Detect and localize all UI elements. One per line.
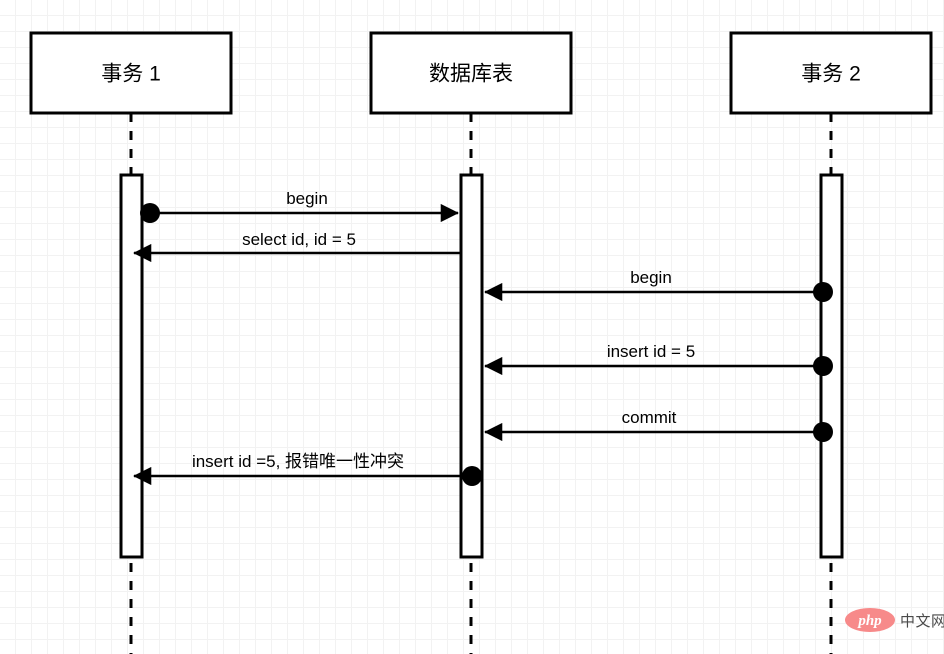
message-source-dot: [813, 282, 833, 302]
message-label: insert id =5, 报错唯一性冲突: [192, 452, 404, 471]
message-begin-tx1-to-db[interactable]: begin: [140, 189, 459, 223]
participant-box-tx2[interactable]: [729, 31, 933, 115]
participant-box-dbtable[interactable]: [369, 31, 573, 115]
watermark: php 中文网: [845, 608, 944, 632]
participant-label-tx1: 事务 1: [101, 63, 161, 86]
participant-label-tx2: 事务 2: [801, 63, 861, 86]
message-select-db-to-tx1[interactable]: select id, id = 5: [133, 230, 461, 263]
message-source-dot: [813, 356, 833, 376]
message-label: begin: [630, 268, 672, 287]
message-commit-tx2-to-db[interactable]: commit: [484, 408, 833, 442]
participant-label-dbtable: 数据库表: [429, 63, 513, 86]
message-source-dot: [140, 203, 160, 223]
activation-bar-dbtable: [459, 173, 484, 559]
message-begin-tx2-to-db[interactable]: begin: [484, 268, 833, 302]
activation-bar-tx1: [119, 173, 144, 559]
message-label: select id, id = 5: [242, 230, 356, 249]
participant-tx1[interactable]: 事务 1: [29, 31, 233, 654]
message-label: begin: [286, 189, 328, 208]
watermark-badge-ellipse: [845, 608, 895, 632]
message-source-dot: [813, 422, 833, 442]
participant-dbtable[interactable]: 数据库表: [369, 31, 573, 654]
message-insert-conflict-db-to-tx1[interactable]: insert id =5, 报错唯一性冲突: [133, 452, 482, 486]
participant-tx2[interactable]: 事务 2: [729, 31, 933, 654]
message-source-dot: [462, 466, 482, 486]
message-label: insert id = 5: [607, 342, 695, 361]
message-label: commit: [622, 408, 677, 427]
watermark-site-text: 中文网: [900, 613, 944, 630]
participant-box-tx1[interactable]: [29, 31, 233, 115]
watermark-php-text: php: [856, 613, 882, 629]
message-insert-tx2-to-db[interactable]: insert id = 5: [484, 342, 833, 376]
